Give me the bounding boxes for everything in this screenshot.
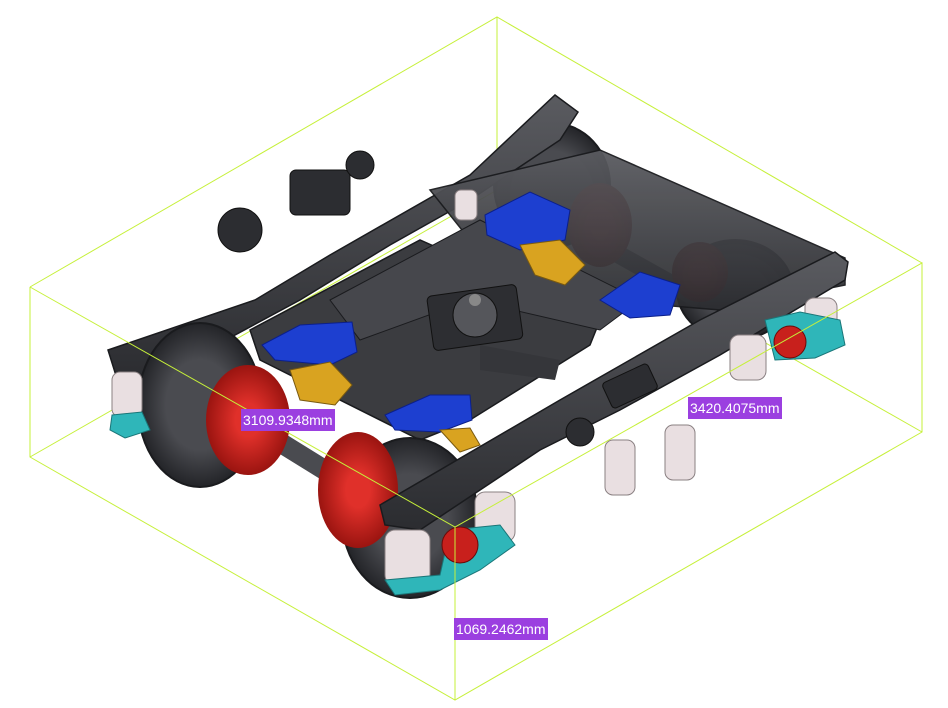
valve-block (289, 361, 353, 406)
brake-units-rear[interactable] (484, 191, 681, 319)
valve-block (519, 239, 586, 286)
brake-disc (318, 432, 398, 548)
bounding-box-front (29, 262, 923, 701)
dimension-label-length[interactable]: 3420.4075mm (688, 397, 782, 419)
brake-units-front[interactable] (261, 321, 481, 453)
dimension-label-height[interactable]: 1069.2462mm (454, 618, 548, 640)
axleboxes (109, 311, 846, 596)
dimension-label-width[interactable]: 3109.9348mm (241, 409, 335, 431)
